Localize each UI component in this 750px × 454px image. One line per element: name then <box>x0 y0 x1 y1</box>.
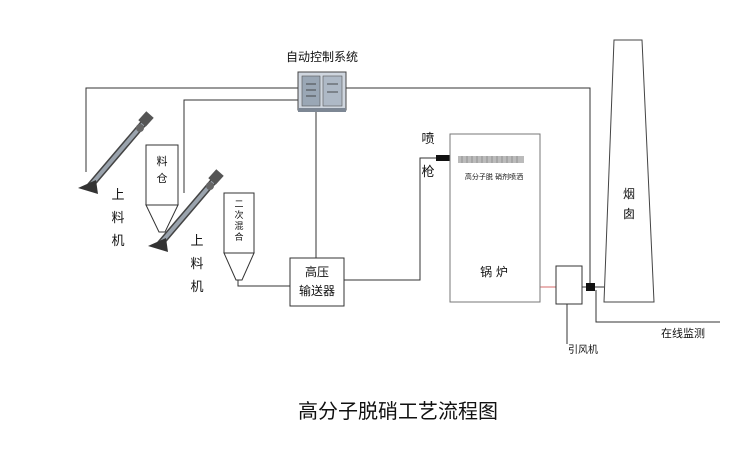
fan-chimney-joint <box>586 283 595 291</box>
control-system-label: 自动控制系统 <box>286 50 358 64</box>
mixer-label-3: 混 <box>234 221 243 232</box>
mixer-label-1: 二 <box>234 200 243 210</box>
loader-left-label-2: 料 <box>111 211 124 226</box>
loader-left-label-3: 机 <box>111 234 124 249</box>
material-bin-label-2: 仓 <box>157 171 168 185</box>
boiler-inner-label: 高分子脱 硝剂喷洒 <box>465 172 523 181</box>
diagram-title: 高分子脱硝工艺流程图 <box>298 399 498 423</box>
material-bin <box>145 144 179 233</box>
hp-conveyor-label-1: 高压 <box>305 264 329 279</box>
chimney-label-2: 囱 <box>623 207 635 221</box>
connection-lines <box>85 87 720 344</box>
screw-loader-right <box>148 169 224 252</box>
spray-gun-nozzle <box>436 155 450 161</box>
boiler <box>449 133 541 303</box>
loader-left-label-1: 上 <box>111 188 124 203</box>
mixer-label-4: 合 <box>234 231 243 243</box>
control-system-cabinet <box>297 71 347 112</box>
boiler-label: 锅 炉 <box>480 264 508 279</box>
material-bin-label-1: 料 <box>157 154 168 168</box>
fan-label: 引风机 <box>568 343 598 356</box>
mixer-label-2: 次 <box>234 209 243 221</box>
secondary-mixer-bin <box>223 192 255 281</box>
loader-right-label-2: 料 <box>190 257 203 272</box>
loader-right-label-1: 上 <box>190 234 203 249</box>
induced-draft-fan <box>555 265 583 305</box>
screw-loader-left <box>78 111 154 194</box>
hp-conveyor-box <box>289 257 345 307</box>
spray-gun-label-1: 喷 <box>421 132 434 147</box>
monitor-label: 在线监测 <box>661 326 705 340</box>
chimney <box>603 39 655 303</box>
loader-right-label-3: 机 <box>190 280 203 295</box>
hp-conveyor-label-2: 输送器 <box>299 283 335 298</box>
spray-grid <box>458 156 524 163</box>
spray-gun-label-2: 枪 <box>421 164 434 180</box>
chimney-label-1: 烟 <box>623 187 635 201</box>
